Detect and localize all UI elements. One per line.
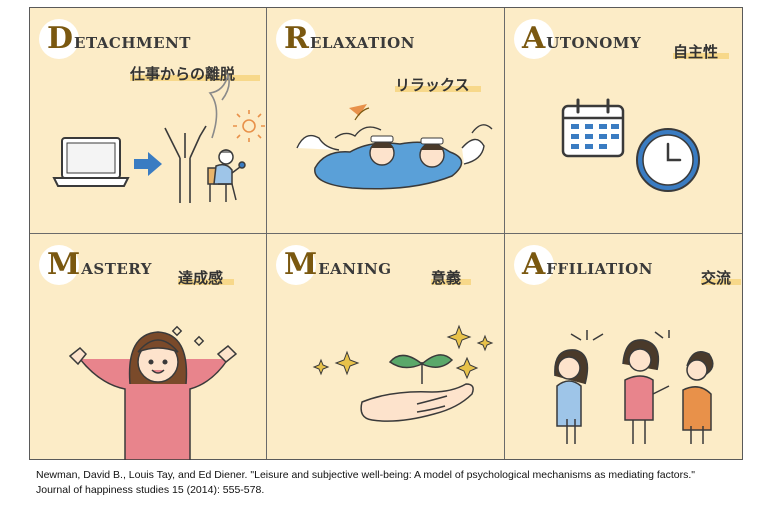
cell-affiliation: A FFILIATION 交流 bbox=[505, 234, 742, 460]
highlight-bar bbox=[130, 75, 260, 81]
grid-divider bbox=[30, 233, 742, 234]
cell-title: R ELAXATION bbox=[276, 19, 415, 59]
seedling-in-hand-icon bbox=[360, 354, 474, 422]
cell-title: M EANING bbox=[276, 245, 392, 285]
cell-initial: A bbox=[522, 247, 546, 282]
initial-circle bbox=[39, 19, 79, 59]
highlight-bar bbox=[395, 86, 481, 92]
calendar-icon bbox=[561, 98, 625, 158]
initial-circle bbox=[39, 245, 79, 285]
highlight-bar bbox=[701, 279, 741, 285]
citation-line-2: Journal of happiness studies 15 (2014): … bbox=[36, 484, 265, 496]
cell-detachment: D ETACHMENT 仕事からの離脱 bbox=[30, 8, 267, 234]
meaning-illustration bbox=[312, 324, 494, 422]
cell-initial: M bbox=[47, 247, 81, 282]
bare-tree-icon bbox=[164, 72, 230, 203]
highlight-bar bbox=[178, 279, 234, 285]
cell-title: A FFILIATION bbox=[514, 245, 653, 285]
highlight-bar bbox=[673, 53, 729, 59]
sparkle-icon bbox=[312, 324, 494, 380]
cell-autonomy: A UTONOMY 自主性 bbox=[505, 8, 742, 234]
arrow-right-icon bbox=[134, 152, 162, 176]
initial-circle bbox=[276, 19, 316, 59]
cell-title-rest: UTONOMY bbox=[546, 34, 642, 52]
cell-title-rest: ELAXATION bbox=[309, 34, 415, 52]
cell-japanese: 自主性 bbox=[673, 43, 719, 61]
cell-title-rest: FFILIATION bbox=[546, 260, 653, 278]
cell-initial: D bbox=[47, 21, 74, 56]
cell-title-rest: ETACHMENT bbox=[74, 34, 191, 52]
six-needs-grid: D ETACHMENT 仕事からの離脱 bbox=[29, 7, 743, 460]
detachment-illustration bbox=[52, 72, 265, 203]
cell-initial: R bbox=[284, 21, 309, 56]
sparkle-icon bbox=[171, 325, 205, 347]
cell-title-rest: ASTERY bbox=[81, 260, 152, 278]
affiliation-illustration bbox=[554, 330, 714, 444]
cell-japanese: 仕事からの離脱 bbox=[130, 65, 236, 83]
citation: Newman, David B., Louis Tay, and Ed Dien… bbox=[36, 468, 756, 498]
relaxation-illustration bbox=[296, 104, 493, 190]
laptop-icon bbox=[52, 137, 130, 187]
cell-title-rest: EANING bbox=[318, 260, 392, 278]
cell-japanese: 交流 bbox=[701, 269, 732, 287]
cell-meaning: M EANING 意義 bbox=[267, 234, 504, 460]
initial-circle bbox=[514, 245, 554, 285]
cell-relaxation: R ELAXATION リラックス bbox=[267, 8, 504, 234]
cell-mastery: M ASTERY 達成感 bbox=[30, 234, 267, 460]
initial-circle bbox=[276, 245, 316, 285]
clock-icon bbox=[636, 128, 700, 192]
cell-japanese: 達成感 bbox=[178, 269, 224, 287]
cell-title: A UTONOMY bbox=[514, 19, 641, 59]
elderly-person-icon bbox=[207, 149, 246, 202]
initial-circle bbox=[514, 19, 554, 59]
citation-line-1: Newman, David B., Louis Tay, and Ed Dien… bbox=[36, 469, 695, 481]
hot-spring-icon bbox=[296, 104, 493, 190]
cheering-woman-icon bbox=[68, 331, 238, 460]
cell-title: D ETACHMENT bbox=[39, 19, 191, 59]
highlight-bar bbox=[431, 279, 471, 285]
cell-initial: M bbox=[284, 247, 318, 282]
cell-initial: A bbox=[522, 21, 546, 56]
autonomy-illustration bbox=[561, 98, 700, 192]
cell-japanese: リラックス bbox=[395, 76, 470, 94]
cell-title: M ASTERY bbox=[39, 245, 152, 285]
mastery-illustration bbox=[68, 325, 238, 460]
sun-icon bbox=[233, 110, 265, 142]
cell-japanese: 意義 bbox=[431, 269, 462, 287]
friends-chatting-icon bbox=[554, 330, 714, 444]
